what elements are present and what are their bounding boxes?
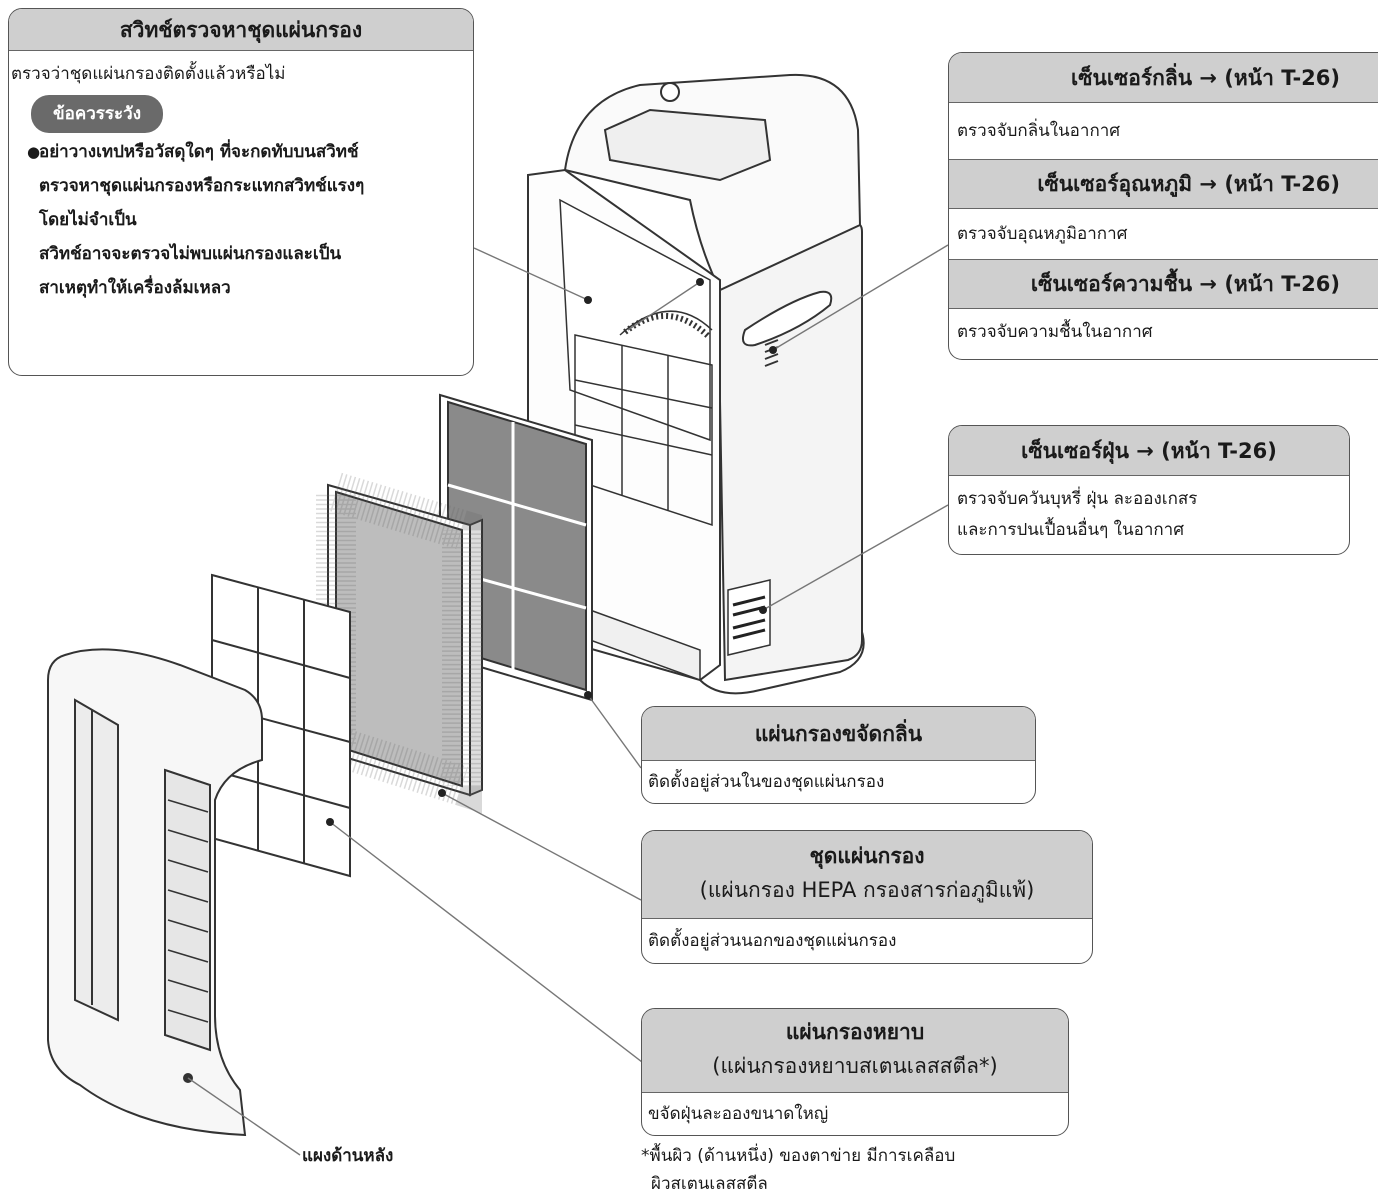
sensors-callout: เซ็นเซอร์กลิ่น → (หน้า T-26) ตรวจจับกลิ่… (948, 52, 1378, 360)
back-panel-illustration (47, 648, 263, 1137)
deodorizing-filter-desc: ติดตั้งอยู่ส่วนในของชุดแผ่นกรอง (648, 772, 885, 792)
humidity-sensor-title: เซ็นเซอร์ความชื้น → (หน้า T-26) (949, 259, 1378, 309)
odor-sensor-title: เซ็นเซอร์กลิ่น → (หน้า T-26) (949, 53, 1378, 103)
footnote: *พื้นผิว (ด้านหนึ่ง) ของตาข่าย มีการเคลื… (641, 1142, 955, 1198)
dust-sensor-desc-line: ตรวจจับควันบุหรี่ ฝุ่น ละอองเกสร (957, 489, 1198, 509)
leader-lines (187, 244, 949, 1156)
filter-set-desc: ติดตั้งอยู่ส่วนนอกของชุดแผ่นกรอง (648, 931, 897, 951)
dust-sensor-desc-line: และการปนเปื้อนอื่นๆ ในอากาศ (957, 520, 1184, 540)
pre-filter-callout: แผ่นกรองหยาบ (แผ่นกรองหยาบสเตนเลสสตีล*) … (641, 1008, 1069, 1136)
caution-line: สาเหตุทำให้เครื่องล้มเหลว (39, 278, 231, 298)
caution-badge: ข้อควรระวัง (31, 95, 163, 133)
filter-switch-callout: สวิทช์ตรวจหาชุดแผ่นกรอง ตรวจว่าชุดแผ่นกร… (8, 8, 474, 376)
filter-set-callout: ชุดแผ่นกรอง (แผ่นกรอง HEPA กรองสารก่อภูม… (641, 830, 1093, 964)
filter-set-title: ชุดแผ่นกรอง (809, 844, 925, 868)
deodorizing-filter-title: แผ่นกรองขจัดกลิ่น (642, 707, 1035, 761)
temperature-sensor-desc: ตรวจจับอุณหภูมิอากาศ (957, 224, 1128, 244)
odor-sensor-desc: ตรวจจับกลิ่นในอากาศ (957, 121, 1121, 141)
footnote-line: *พื้นผิว (ด้านหนึ่ง) ของตาข่าย มีการเคลื… (641, 1146, 956, 1166)
pre-filter-title: แผ่นกรองหยาบ (785, 1020, 925, 1044)
dust-sensor-callout: เซ็นเซอร์ฝุ่น → (หน้า T-26) ตรวจจับควันบ… (948, 425, 1350, 555)
pre-filter-subtitle: (แผ่นกรองหยาบสเตนเลสสตีล*) (712, 1054, 998, 1078)
filter-switch-description: ตรวจว่าชุดแผ่นกรองติดตั้งแล้วหรือไม่ (11, 64, 286, 84)
dust-sensor-title: เซ็นเซอร์ฝุ่น → (หน้า T-26) (949, 426, 1349, 476)
footnote-line: ผิวสเตนเลสสตีล (651, 1174, 768, 1194)
caution-line: ตรวจหาชุดแผ่นกรองหรือกระแทกสวิทช์แรงๆ (39, 176, 365, 196)
temperature-sensor-title: เซ็นเซอร์อุณหภูมิ → (หน้า T-26) (949, 159, 1378, 209)
caution-line: อย่าวางเทปหรือวัสดุใดๆ ที่จะกดทับบนสวิทช… (39, 142, 359, 162)
humidity-sensor-desc: ตรวจจับความชื้นในอากาศ (957, 322, 1153, 342)
filter-set-subtitle: (แผ่นกรอง HEPA กรองสารก่อภูมิแพ้) (699, 878, 1035, 902)
caution-line: สวิทช์อาจจะตรวจไม่พบแผ่นกรองและเป็น (39, 244, 342, 264)
pre-filter-desc: ขจัดฝุ่นละอองขนาดใหญ่ (648, 1104, 829, 1124)
back-panel-label: แผงด้านหลัง (302, 1146, 394, 1166)
hepa-filter-illustration (316, 465, 483, 814)
bullet-icon: ● (27, 143, 41, 161)
filter-switch-title: สวิทช์ตรวจหาชุดแผ่นกรอง (9, 9, 473, 51)
deodorizing-filter-callout: แผ่นกรองขจัดกลิ่น ติดตั้งอยู่ส่วนในของชุ… (641, 706, 1036, 804)
caution-line: โดยไม่จำเป็น (39, 210, 137, 230)
